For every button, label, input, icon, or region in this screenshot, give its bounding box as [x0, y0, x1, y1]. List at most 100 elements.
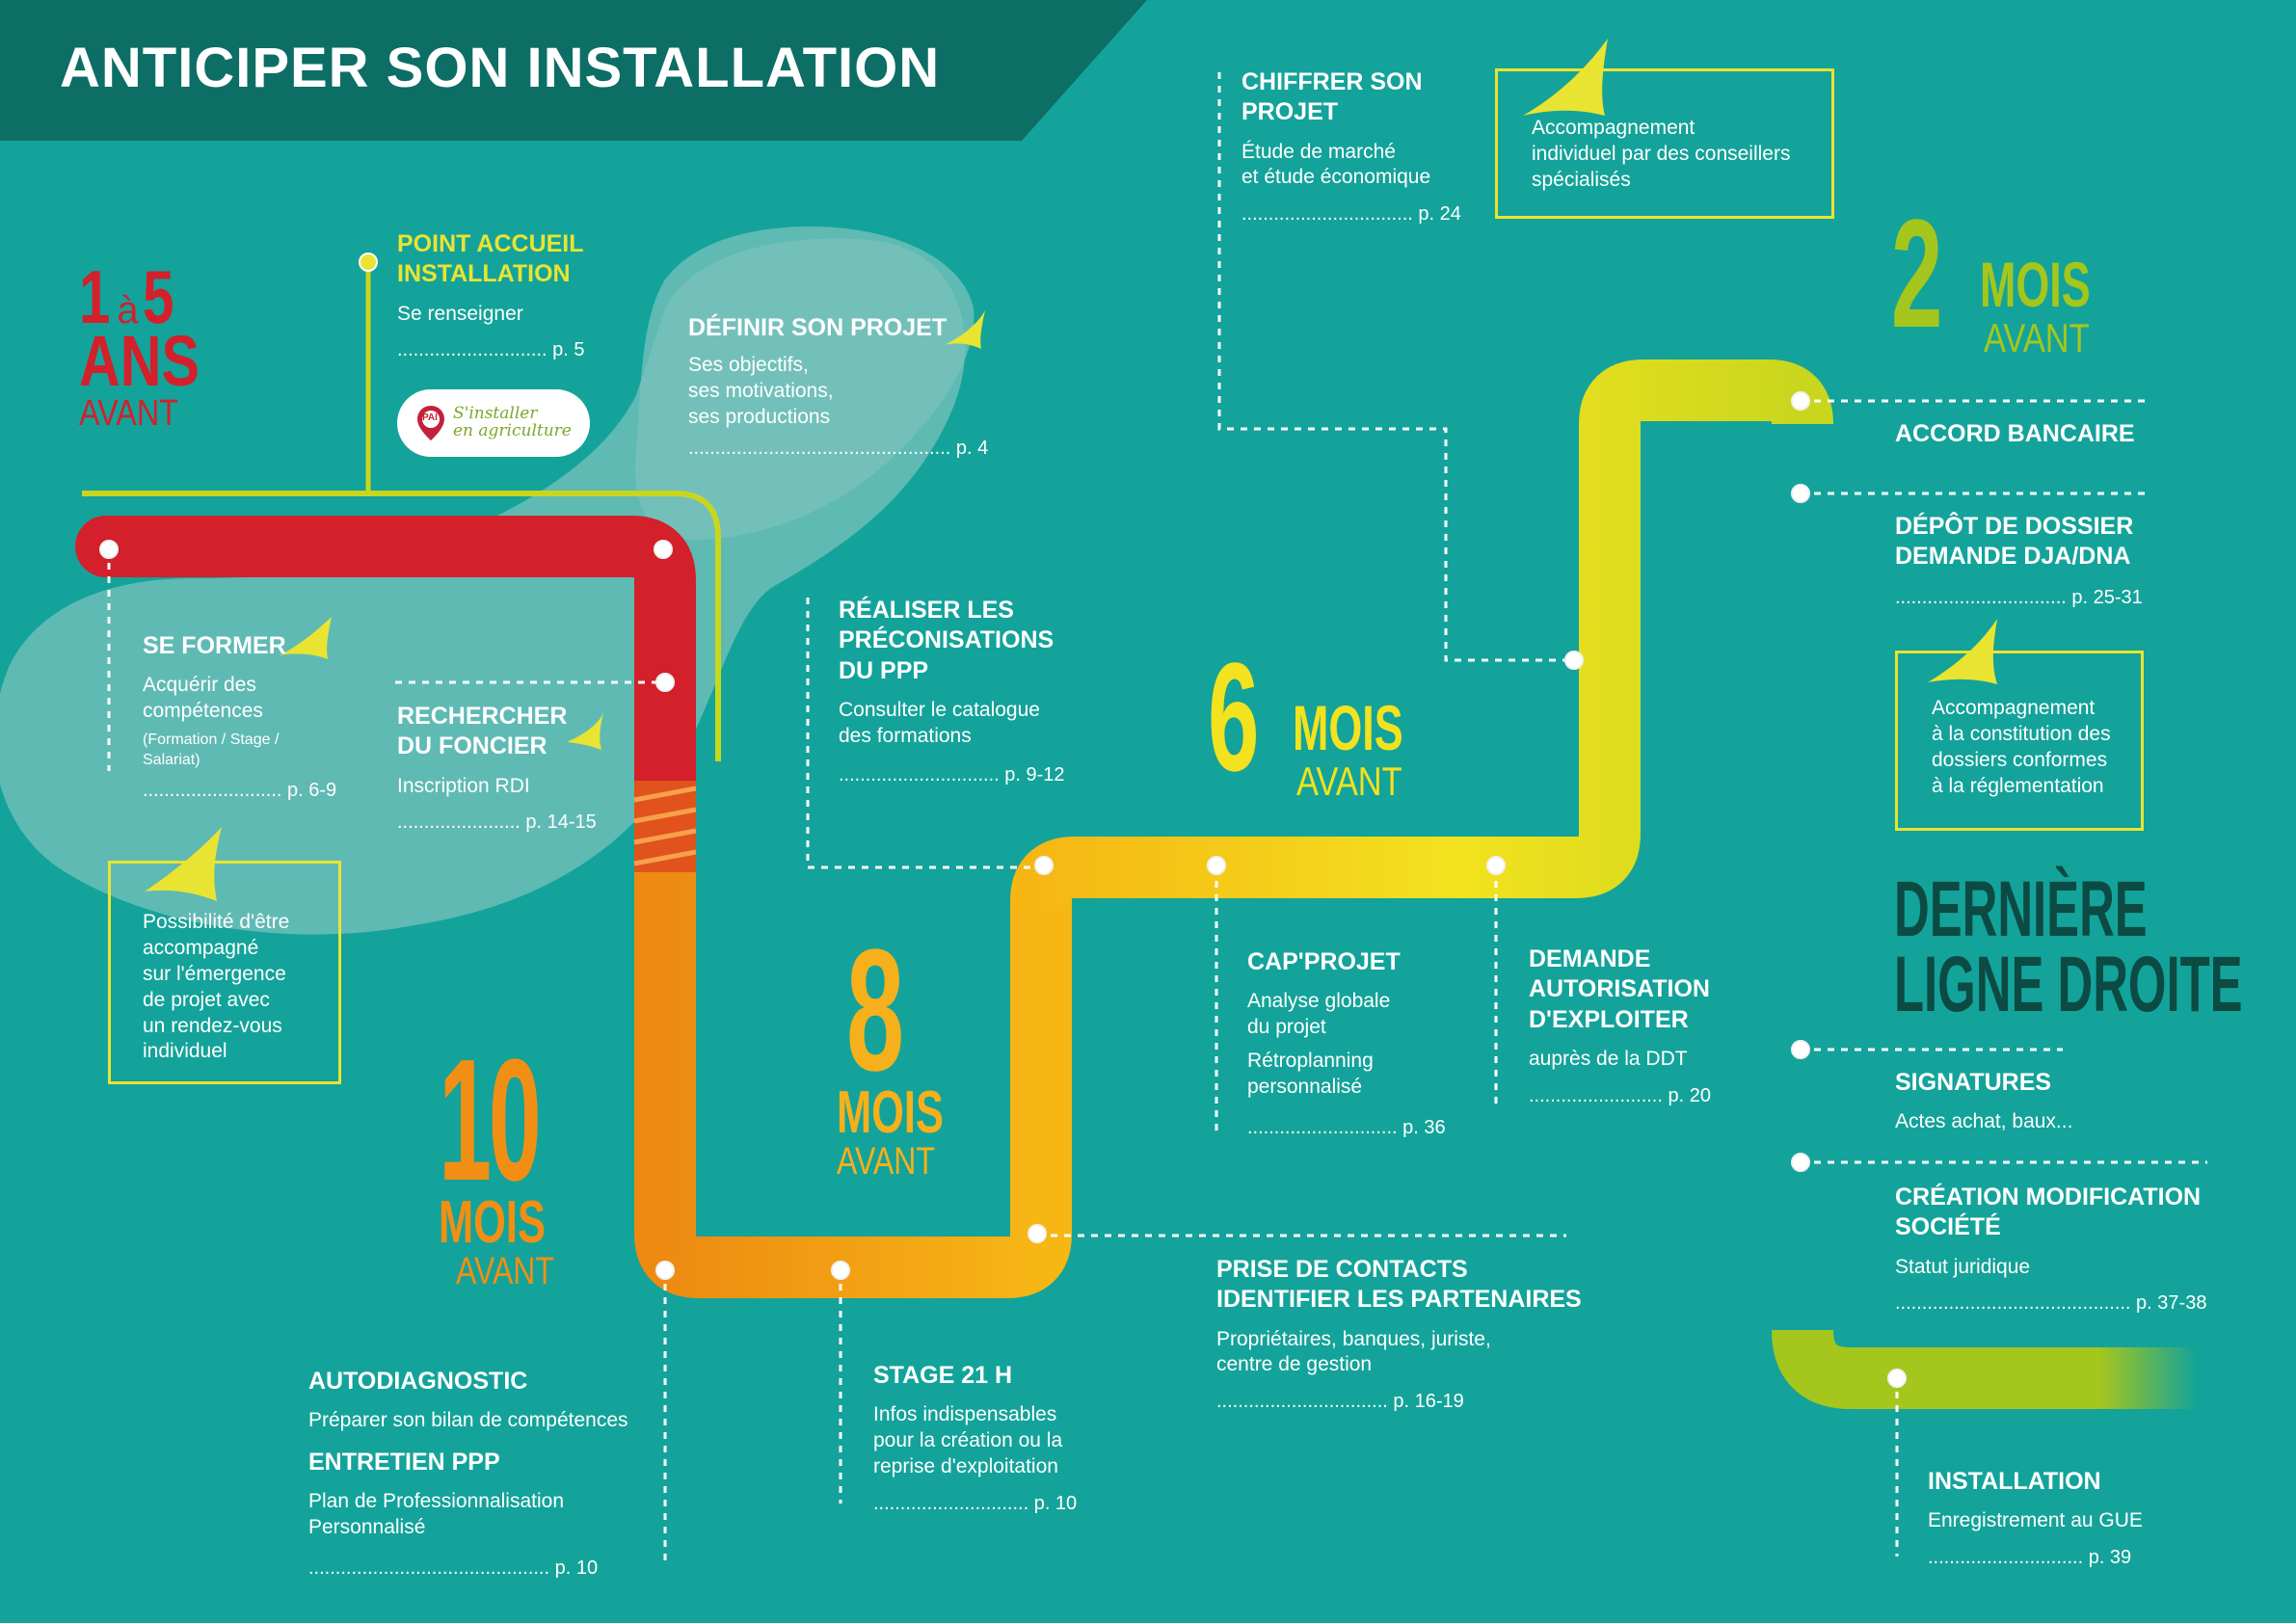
- step-title: PRISE DE CONTACTS: [1216, 1256, 1468, 1283]
- box-line: dossiers conformes: [1932, 748, 2108, 771]
- step-title: SE FORMER: [143, 632, 286, 659]
- step-desc: Actes achat, baux...: [1895, 1110, 2073, 1133]
- box-line: Accompagnement: [1932, 697, 2096, 719]
- step-realiser-preconisations: RÉALISER LES PRÉCONISATIONS DU PPP Consu…: [839, 596, 1065, 786]
- path-yellow: [1010, 359, 1833, 906]
- swoosh-icon: [567, 713, 603, 750]
- step-desc: Rétroplanning: [1247, 1050, 1374, 1072]
- info-box-accompagnement-rdv: Possibilité d'être accompagné sur l'émer…: [108, 861, 341, 1084]
- logo-line: en agriculture: [453, 421, 572, 440]
- step-note: Salariat): [143, 751, 200, 768]
- swoosh-icon: [145, 827, 222, 901]
- step-desc: Ses objectifs,: [688, 354, 809, 377]
- period-unit: MOIS: [1293, 692, 1403, 763]
- step-page: ............................ p. 5: [397, 339, 585, 361]
- swoosh-marks: [145, 39, 1997, 901]
- step-page: .......................... p. 6-9: [143, 779, 337, 801]
- step-title: DÉFINIR SON PROJET: [688, 314, 948, 341]
- step-desc: auprès de la DDT: [1529, 1047, 1688, 1070]
- step-page: ........................................…: [308, 1557, 599, 1580]
- step-desc: Consulter le catalogue: [839, 698, 1040, 721]
- pai-logo-text: S'installer en agriculture: [453, 405, 572, 440]
- page-title: ANTICIPER SON INSTALLATION: [60, 37, 941, 99]
- pai-logo[interactable]: PAI S'installer en agriculture: [397, 389, 590, 457]
- step-desc: ses productions: [688, 406, 831, 428]
- box-line: sur l'émergence: [143, 962, 286, 985]
- step-prise-contacts: PRISE DE CONTACTS IDENTIFIER LES PARTENA…: [1216, 1255, 1582, 1413]
- step-depot-dossier: DÉPÔT DE DOSSIER DEMANDE DJA/DNA .......…: [1895, 512, 2143, 609]
- step-desc: Analyse globale: [1247, 990, 1391, 1013]
- period-unit: ANS: [79, 321, 200, 401]
- step-title: INSTALLATION: [1928, 1468, 2101, 1495]
- step-desc: du projet: [1247, 1016, 1326, 1039]
- swoosh-icon: [1928, 619, 1997, 684]
- step-page: ................................ p. 25-3…: [1895, 586, 2143, 608]
- step-page: ............................ p. 36: [1247, 1116, 1446, 1138]
- step-desc: Infos indispensables: [873, 1403, 1057, 1426]
- period-number: 5: [142, 254, 174, 339]
- step-desc: Enregistrement au GUE: [1928, 1509, 2143, 1532]
- step-title: AUTODIAGNOSTIC: [308, 1368, 528, 1395]
- period-number: 1: [79, 254, 111, 339]
- box-line: un rendez-vous: [143, 1014, 282, 1037]
- pai-logo-badge: PAI: [422, 412, 438, 423]
- step-definir-projet: DÉFINIR SON PROJET Ses objectifs, ses mo…: [688, 313, 988, 460]
- box-line: individuel: [143, 1040, 227, 1063]
- step-page: ........................................…: [688, 437, 989, 459]
- last-stretch-heading: DERNIÈRE LIGNE DROITE: [1894, 870, 2280, 1024]
- path-dots: [99, 391, 1907, 1388]
- step-desc: Statut juridique: [1895, 1255, 2031, 1278]
- period-avant: AVANT: [837, 1139, 935, 1183]
- step-page: ............................. p. 10: [873, 1492, 1078, 1514]
- period-connector: à: [117, 289, 139, 332]
- info-box-dossiers: Accompagnement à la constitution des dos…: [1895, 651, 2144, 831]
- period-10-months: 10 MOIS AVANT: [439, 1034, 593, 1292]
- box-line: spécialisés: [1532, 168, 1631, 191]
- step-accord-bancaire: ACCORD BANCAIRE: [1895, 419, 2135, 449]
- period-avant: AVANT: [1296, 758, 1402, 804]
- period-8-months: 8 MOIS AVANT: [837, 914, 981, 1183]
- period-avant: AVANT: [1984, 315, 2090, 360]
- step-desc: Plan de Professionnalisation: [308, 1490, 565, 1513]
- step-rechercher-foncier: RECHERCHER DU FONCIER Inscription RDI ..…: [397, 702, 597, 834]
- step-desc: Propriétaires, banques, juriste,: [1216, 1327, 1491, 1350]
- step-title: ENTRETIEN PPP: [308, 1449, 500, 1477]
- info-box-conseillers: Accompagnement individuel par des consei…: [1495, 68, 1834, 219]
- box-line: à la réglementation: [1932, 774, 2104, 797]
- step-desc: ses motivations,: [688, 380, 834, 403]
- period-number: 6: [1208, 630, 1260, 803]
- box-text: Accompagnement individuel par des consei…: [1532, 116, 1790, 194]
- box-line: à la constitution des: [1932, 722, 2111, 745]
- step-title: DÉPÔT DE DOSSIER: [1895, 513, 2134, 540]
- step-title: CHIFFRER SON: [1241, 68, 1423, 95]
- step-page: .............................. p. 9-12: [839, 763, 1065, 785]
- dotted-connectors: [107, 72, 2207, 1566]
- period-avant: AVANT: [456, 1249, 554, 1292]
- step-title: POINT ACCUEIL: [397, 230, 584, 257]
- step-se-former: SE FORMER Acquérir des compétences (Form…: [143, 631, 336, 802]
- title-banner: [0, 0, 1147, 141]
- box-line: individuel par des conseillers: [1532, 142, 1791, 165]
- step-demande-autorisation: DEMANDE AUTORISATION D'EXPLOITER auprès …: [1529, 945, 1711, 1107]
- period-number: 8: [846, 914, 905, 1107]
- step-desc: Se renseigner: [397, 302, 523, 325]
- step-title: RÉALISER LES: [839, 597, 1014, 624]
- step-title: SOCIÉTÉ: [1895, 1213, 2001, 1241]
- swoosh-icon: [280, 617, 332, 659]
- step-note: (Formation / Stage /: [143, 732, 280, 748]
- transition-stripes: [633, 785, 697, 866]
- guide-line: [82, 491, 721, 761]
- step-signatures: SIGNATURES Actes achat, baux...: [1895, 1068, 2072, 1135]
- step-page: ............................. p. 39: [1928, 1547, 2132, 1569]
- step-title: SIGNATURES: [1895, 1069, 2052, 1096]
- period-avant: AVANT: [79, 393, 178, 435]
- step-desc: Personnalisé: [308, 1516, 426, 1539]
- step-title: INSTALLATION: [397, 260, 571, 288]
- step-page: ................................ p. 16-1…: [1216, 1391, 1464, 1413]
- step-desc: et étude économique: [1241, 166, 1431, 189]
- step-desc: pour la création ou la: [873, 1429, 1063, 1452]
- step-title: PRÉCONISATIONS: [839, 626, 1055, 654]
- guide-dot: [359, 253, 378, 272]
